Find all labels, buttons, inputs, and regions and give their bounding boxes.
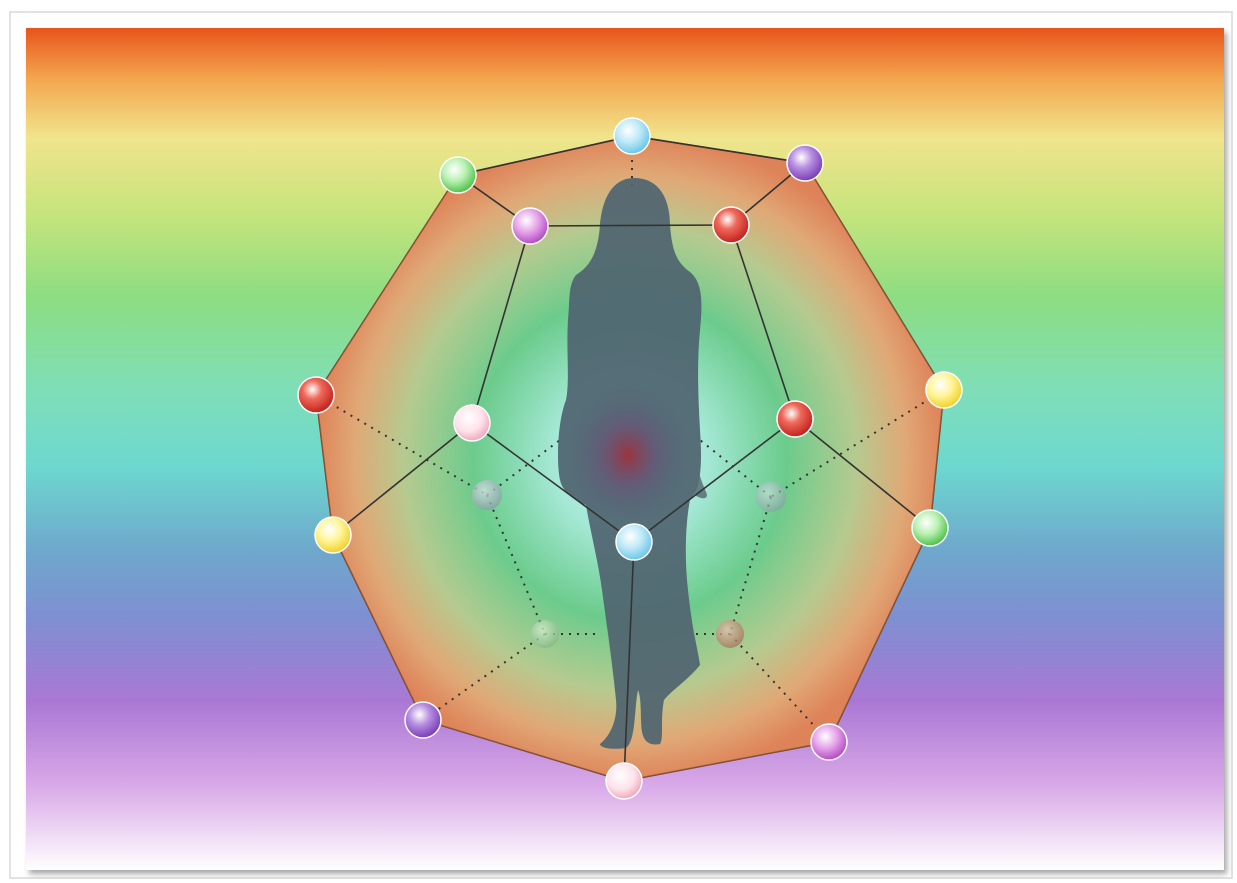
orb-upper-right: [787, 145, 823, 181]
orb-inner-top-left: [512, 208, 548, 244]
core-glow: [566, 385, 690, 525]
orb-top: [614, 118, 650, 154]
orb-back-lower-left: [531, 620, 559, 648]
orb-inner-center: [616, 524, 652, 560]
orb-right: [926, 372, 962, 408]
orb-inner-top-right: [713, 207, 749, 243]
orb-back-right: [756, 482, 786, 512]
orb-bottom-right: [811, 724, 847, 760]
orb-left: [298, 377, 334, 413]
orb-back-lower-right: [716, 620, 744, 648]
orb-inner-mid-left: [454, 405, 490, 441]
orb-back-left: [472, 480, 502, 510]
orb-bottom: [606, 763, 642, 799]
orb-lower-left: [315, 517, 351, 553]
orb-bottom-left: [405, 702, 441, 738]
orb-upper-left: [440, 157, 476, 193]
orb-lower-right: [912, 510, 948, 546]
orb-inner-mid-right: [777, 401, 813, 437]
